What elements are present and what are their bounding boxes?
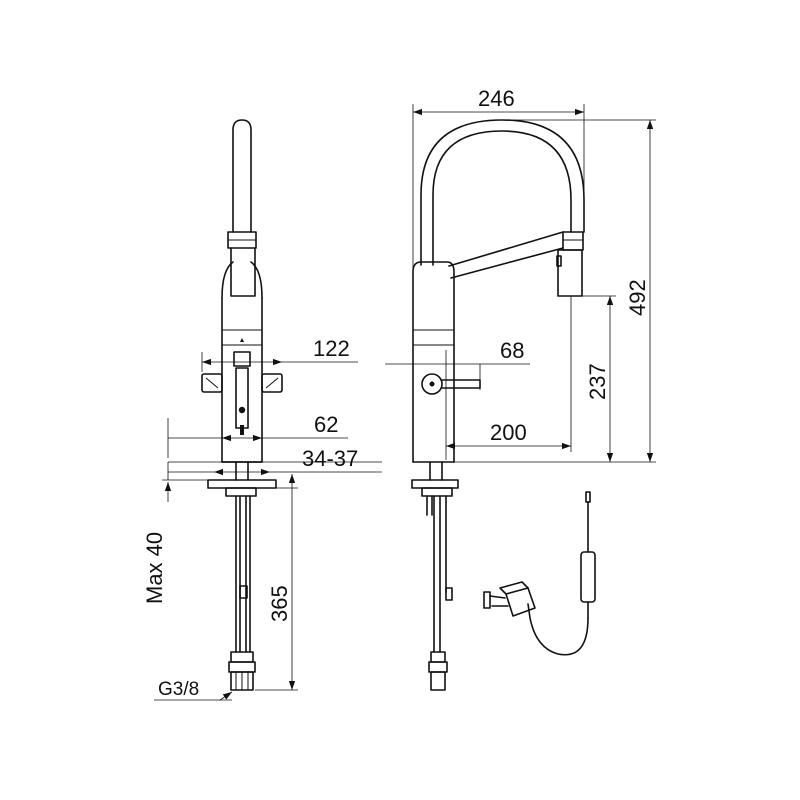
dim-246: 246 <box>412 86 585 268</box>
dim-max-40: Max 40 <box>142 462 208 604</box>
front-view <box>201 119 283 691</box>
dim-200: 200 <box>446 296 572 452</box>
dim-122-label: 122 <box>313 336 350 361</box>
dim-200-label: 200 <box>490 420 527 445</box>
dim-68: 68 <box>385 338 530 390</box>
dim-122: 122 <box>201 336 358 372</box>
dim-237-label: 237 <box>585 363 610 400</box>
dim-237: 237 <box>582 295 616 462</box>
dim-492: 492 <box>454 119 656 463</box>
dim-492-label: 492 <box>625 279 650 316</box>
dim-365-label: 365 <box>267 585 292 622</box>
dim-max-40-label: Max 40 <box>142 532 167 604</box>
dim-34-37: 34-37 <box>168 446 382 476</box>
power-adapter-accessory <box>483 491 596 656</box>
dim-62: 62 <box>167 412 348 458</box>
dim-62-label: 62 <box>314 412 338 437</box>
label-g3-8: G3/8 <box>154 679 233 701</box>
dim-68-label: 68 <box>500 338 524 363</box>
dim-246-label: 246 <box>478 86 515 111</box>
dim-34-37-label: 34-37 <box>302 446 358 471</box>
label-g3-8-text: G3/8 <box>158 679 199 700</box>
dim-365: 365 <box>255 474 298 691</box>
side-view <box>411 119 585 691</box>
